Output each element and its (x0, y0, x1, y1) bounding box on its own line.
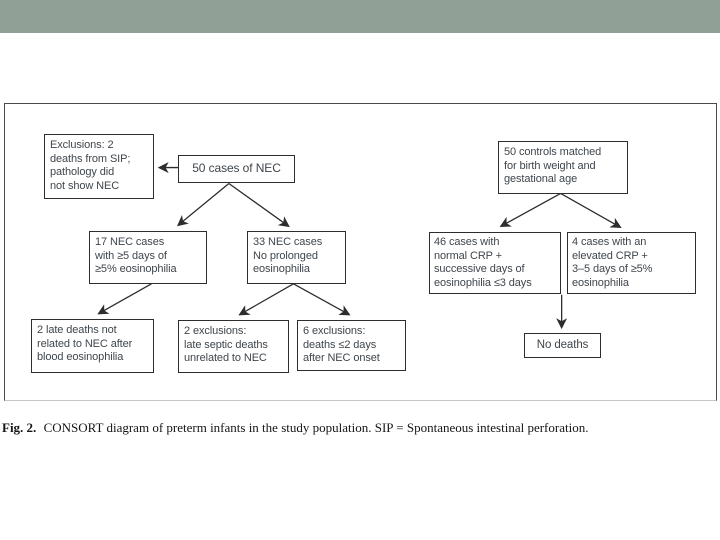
figure-panel: Exclusions: 2 deaths from SIP; pathology… (4, 103, 717, 401)
node-no-deaths: No deaths (524, 333, 601, 358)
figure-caption-text: CONSORT diagram of preterm infants in th… (43, 420, 589, 435)
node-exclusions-sip: Exclusions: 2 deaths from SIP; pathology… (44, 134, 154, 199)
slide-header-bar (0, 0, 720, 33)
node-nec-no-prolonged-eosinophilia: 33 NEC cases No prolonged eosinophilia (247, 231, 346, 284)
node-elevated-crp: 4 cases with an elevated CRP + 3–5 days … (567, 232, 696, 294)
node-controls-matched: 50 controls matched for birth weight and… (498, 141, 628, 194)
arrow-nec-to-prolonged (176, 182, 230, 227)
node-early-exclusions: 6 exclusions: deaths ≤2 days after NEC o… (297, 320, 406, 371)
arrow-no-prolonged-to-early (293, 283, 351, 316)
node-nec-cases: 50 cases of NEC (178, 155, 295, 183)
figure-caption: Fig. 2. CONSORT diagram of preterm infan… (2, 420, 718, 436)
node-normal-crp: 46 cases with normal CRP + successive da… (429, 232, 561, 294)
node-septic-exclusions: 2 exclusions: late septic deaths unrelat… (178, 320, 289, 373)
node-nec-prolonged-eosinophilia: 17 NEC cases with ≥5 days of ≥5% eosinop… (89, 231, 207, 284)
node-late-deaths: 2 late deaths not related to NEC after b… (31, 319, 154, 373)
arrow-no-prolonged-to-septic (238, 283, 294, 316)
arrow-controls-to-elevated-crp (560, 192, 622, 228)
arrow-controls-to-normal-crp (499, 192, 561, 227)
arrow-nec-to-no-prolonged (228, 182, 290, 228)
arrow-prolonged-to-late-deaths (97, 283, 152, 315)
figure-caption-label: Fig. 2. (2, 420, 37, 435)
